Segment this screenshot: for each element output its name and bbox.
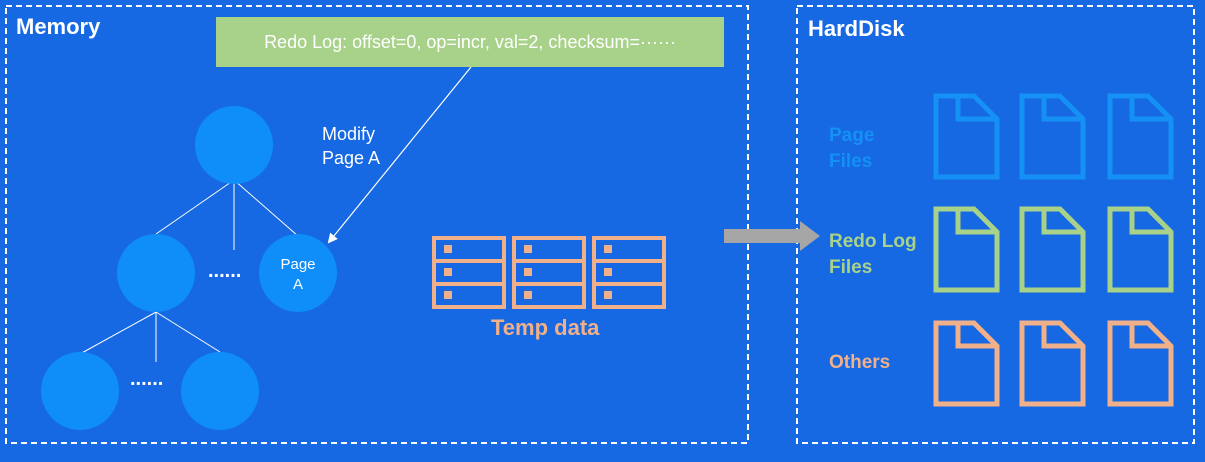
tree-mid-node xyxy=(117,234,195,312)
tree-root-node xyxy=(195,106,273,184)
temp-data-label: Temp data xyxy=(491,315,600,340)
page-a-node xyxy=(259,234,337,312)
page-a-label-line2: A xyxy=(292,276,303,293)
file-icon xyxy=(1107,206,1174,293)
redo-log-entry: Redo Log: offset=0, op=incr, val=2, chec… xyxy=(216,17,724,67)
redo-log-files-label: Redo Log Files xyxy=(829,229,917,281)
file-icon xyxy=(1107,320,1174,407)
others-label: Others xyxy=(829,350,890,376)
harddisk-title: HardDisk xyxy=(808,16,905,41)
file-icon xyxy=(1019,206,1086,293)
memory-title: Memory xyxy=(16,14,101,39)
redo-log-files xyxy=(933,206,1174,293)
page-a-label: Page A xyxy=(258,255,338,295)
other-files xyxy=(933,320,1174,407)
modify-arrow xyxy=(327,66,472,244)
redo-log-files-label-line1: Redo Log xyxy=(829,231,917,252)
temp-block-2 xyxy=(512,236,586,309)
file-icon xyxy=(933,320,1000,407)
memory-region xyxy=(5,5,749,444)
tree-edges xyxy=(79,179,299,362)
ellipsis-lower: ...... xyxy=(130,368,163,390)
page-files xyxy=(933,93,1174,180)
file-icon xyxy=(1019,93,1086,180)
ellipsis-upper: ...... xyxy=(208,260,241,282)
file-icon xyxy=(1107,93,1174,180)
page-files-label-line2: Files xyxy=(829,151,873,172)
page-files-label: Page Files xyxy=(829,123,874,175)
file-icon xyxy=(933,93,1000,180)
tree-leaf-node-left xyxy=(41,352,119,430)
file-icon xyxy=(1019,320,1086,407)
harddisk-region xyxy=(796,5,1195,444)
redo-log-files-label-line2: Files xyxy=(829,257,873,278)
page-a-label-line1: Page xyxy=(280,256,316,273)
modify-label: Modify Page A xyxy=(322,122,380,170)
flush-arrow xyxy=(724,221,820,251)
file-icon xyxy=(933,206,1000,293)
modify-label-line1: Modify xyxy=(322,124,376,144)
modify-label-line2: Page A xyxy=(322,148,381,168)
page-files-label-line1: Page xyxy=(829,125,875,146)
temp-block-1 xyxy=(432,236,506,309)
others-label-line1: Others xyxy=(829,352,891,373)
tree-leaf-node-right xyxy=(181,352,259,430)
temp-data-blocks xyxy=(432,236,666,309)
temp-block-3 xyxy=(592,236,666,309)
